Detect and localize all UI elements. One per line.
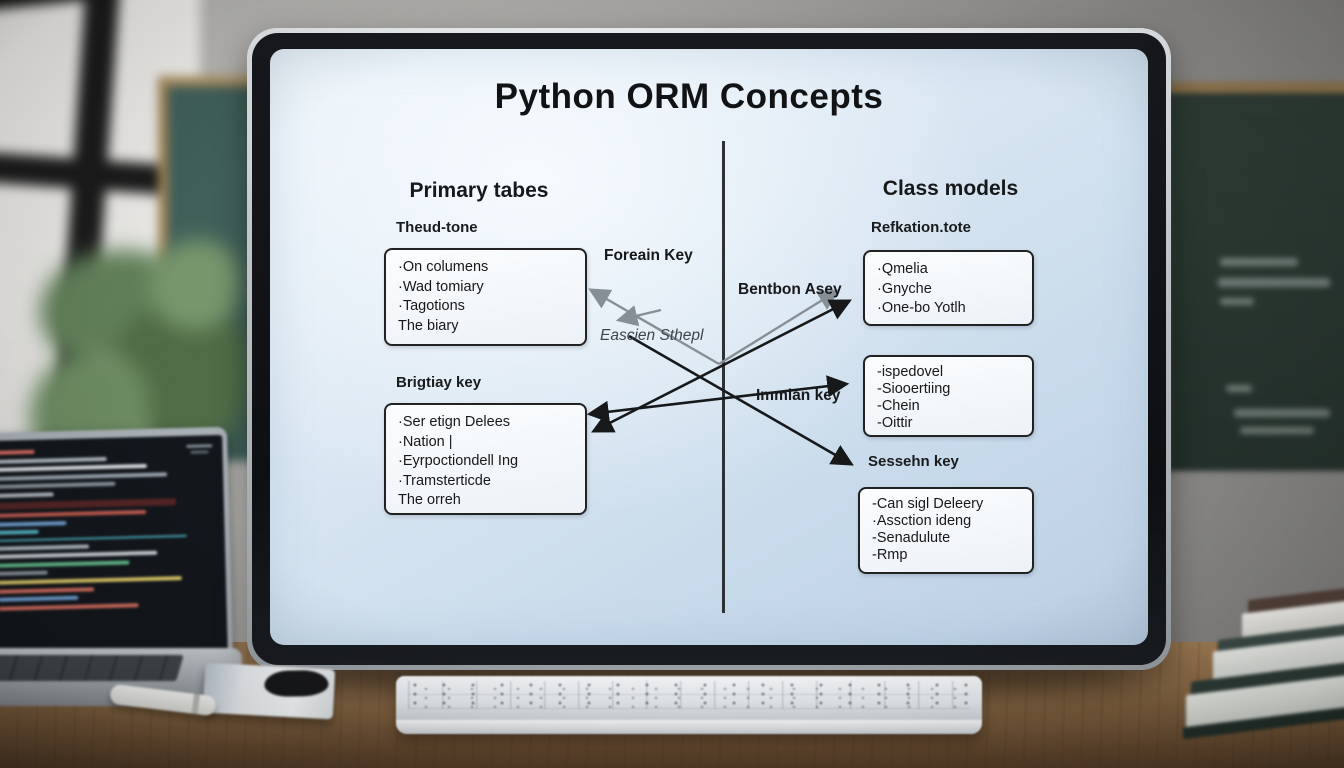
edge-label-eascien: Eascien Sthepl xyxy=(600,327,704,344)
gray-arrow-to-right-model xyxy=(718,289,840,366)
relationship-arrows xyxy=(586,288,854,466)
chalk-mark xyxy=(1234,409,1330,417)
box-item: ·One-bo Yotlh xyxy=(877,300,966,316)
edge-label-benthon: Bentbon Asey xyxy=(738,281,842,298)
eraser-grip xyxy=(264,669,329,697)
chalk-mark xyxy=(1220,298,1254,305)
whiteboard-eraser xyxy=(202,662,336,720)
black-arrow-crossing-up xyxy=(591,299,852,433)
black-arrow-crossing-mid xyxy=(586,375,850,423)
class-model-box-2: -ispedovel -Siooertiing -Chein -Oittir xyxy=(863,355,1034,437)
edge-label-foreign-key: Foreain Key xyxy=(604,247,693,264)
box-item: The orreh xyxy=(398,492,461,508)
box-item: -Chein xyxy=(877,398,920,414)
box-item: ·Tagotions xyxy=(398,298,465,314)
chalk-mark xyxy=(1218,278,1330,287)
right-session-label: Sessehn key xyxy=(868,453,959,470)
box-item: -ispedovel xyxy=(877,364,944,380)
box-item: ·Nation | xyxy=(398,433,453,450)
box-item: ·Ser etign Delees xyxy=(398,414,511,430)
edge-label-immian: Immian key xyxy=(756,387,841,404)
laptop-keyboard xyxy=(0,655,184,681)
chalk-mark xyxy=(1240,427,1314,434)
box-item: -Senadulute xyxy=(872,530,951,546)
monitor: Python ORM Concepts xyxy=(247,28,1171,670)
box-item: ·Gnyche xyxy=(877,280,932,297)
box-item: ·Wad tomiary xyxy=(398,278,484,295)
laptop-screen xyxy=(0,426,234,667)
diagram-screen: Python ORM Concepts xyxy=(270,49,1148,645)
box-item: -Can sigl Deleery xyxy=(872,496,984,512)
chalk-mark xyxy=(1226,385,1252,392)
left-column-header: Primary tabes xyxy=(409,179,549,202)
black-arrow-crossing-down xyxy=(628,334,854,466)
box-item: The biary xyxy=(398,317,459,334)
box-item: ·Eyrpoctiondell Ing xyxy=(398,453,519,469)
class-model-box-3: -Can sigl Deleery ·Assction ideng -Senad… xyxy=(858,487,1034,574)
box-item: -Rmp xyxy=(872,547,908,563)
chalk-mark xyxy=(1220,258,1298,266)
box-item: ·Tramsterticde xyxy=(398,472,491,489)
plant-foliage xyxy=(150,240,240,330)
box-item: -Siooertiing xyxy=(877,381,951,397)
left-key-label: Brigtiay key xyxy=(396,374,482,391)
book-stack xyxy=(1183,580,1344,768)
box-item: ·Qmelia xyxy=(877,261,928,277)
keyboard xyxy=(396,676,982,734)
monitor-bezel: Python ORM Concepts xyxy=(252,33,1166,665)
box-item: ·Assction ideng xyxy=(872,513,972,529)
box-item: -Oittir xyxy=(877,415,913,431)
page-title: Python ORM Concepts xyxy=(494,77,884,116)
primary-key-box: ·Ser etign Delees ·Nation | ·Eyrpoctiond… xyxy=(384,403,587,515)
right-relation-label: Refkation.tote xyxy=(871,219,972,236)
left-table-label: Theud-tone xyxy=(396,219,478,236)
class-model-box-1: ·Qmelia ·Gnyche ·One-bo Yotlh xyxy=(863,250,1034,326)
primary-table-box: ·On columens ·Wad tomiary ·Tagotions The… xyxy=(384,248,587,346)
code-editor-lines xyxy=(0,445,216,653)
chalkboard-right xyxy=(1168,82,1344,471)
box-item: ·On columens xyxy=(398,259,489,275)
right-column-header: Class models xyxy=(882,177,1019,200)
